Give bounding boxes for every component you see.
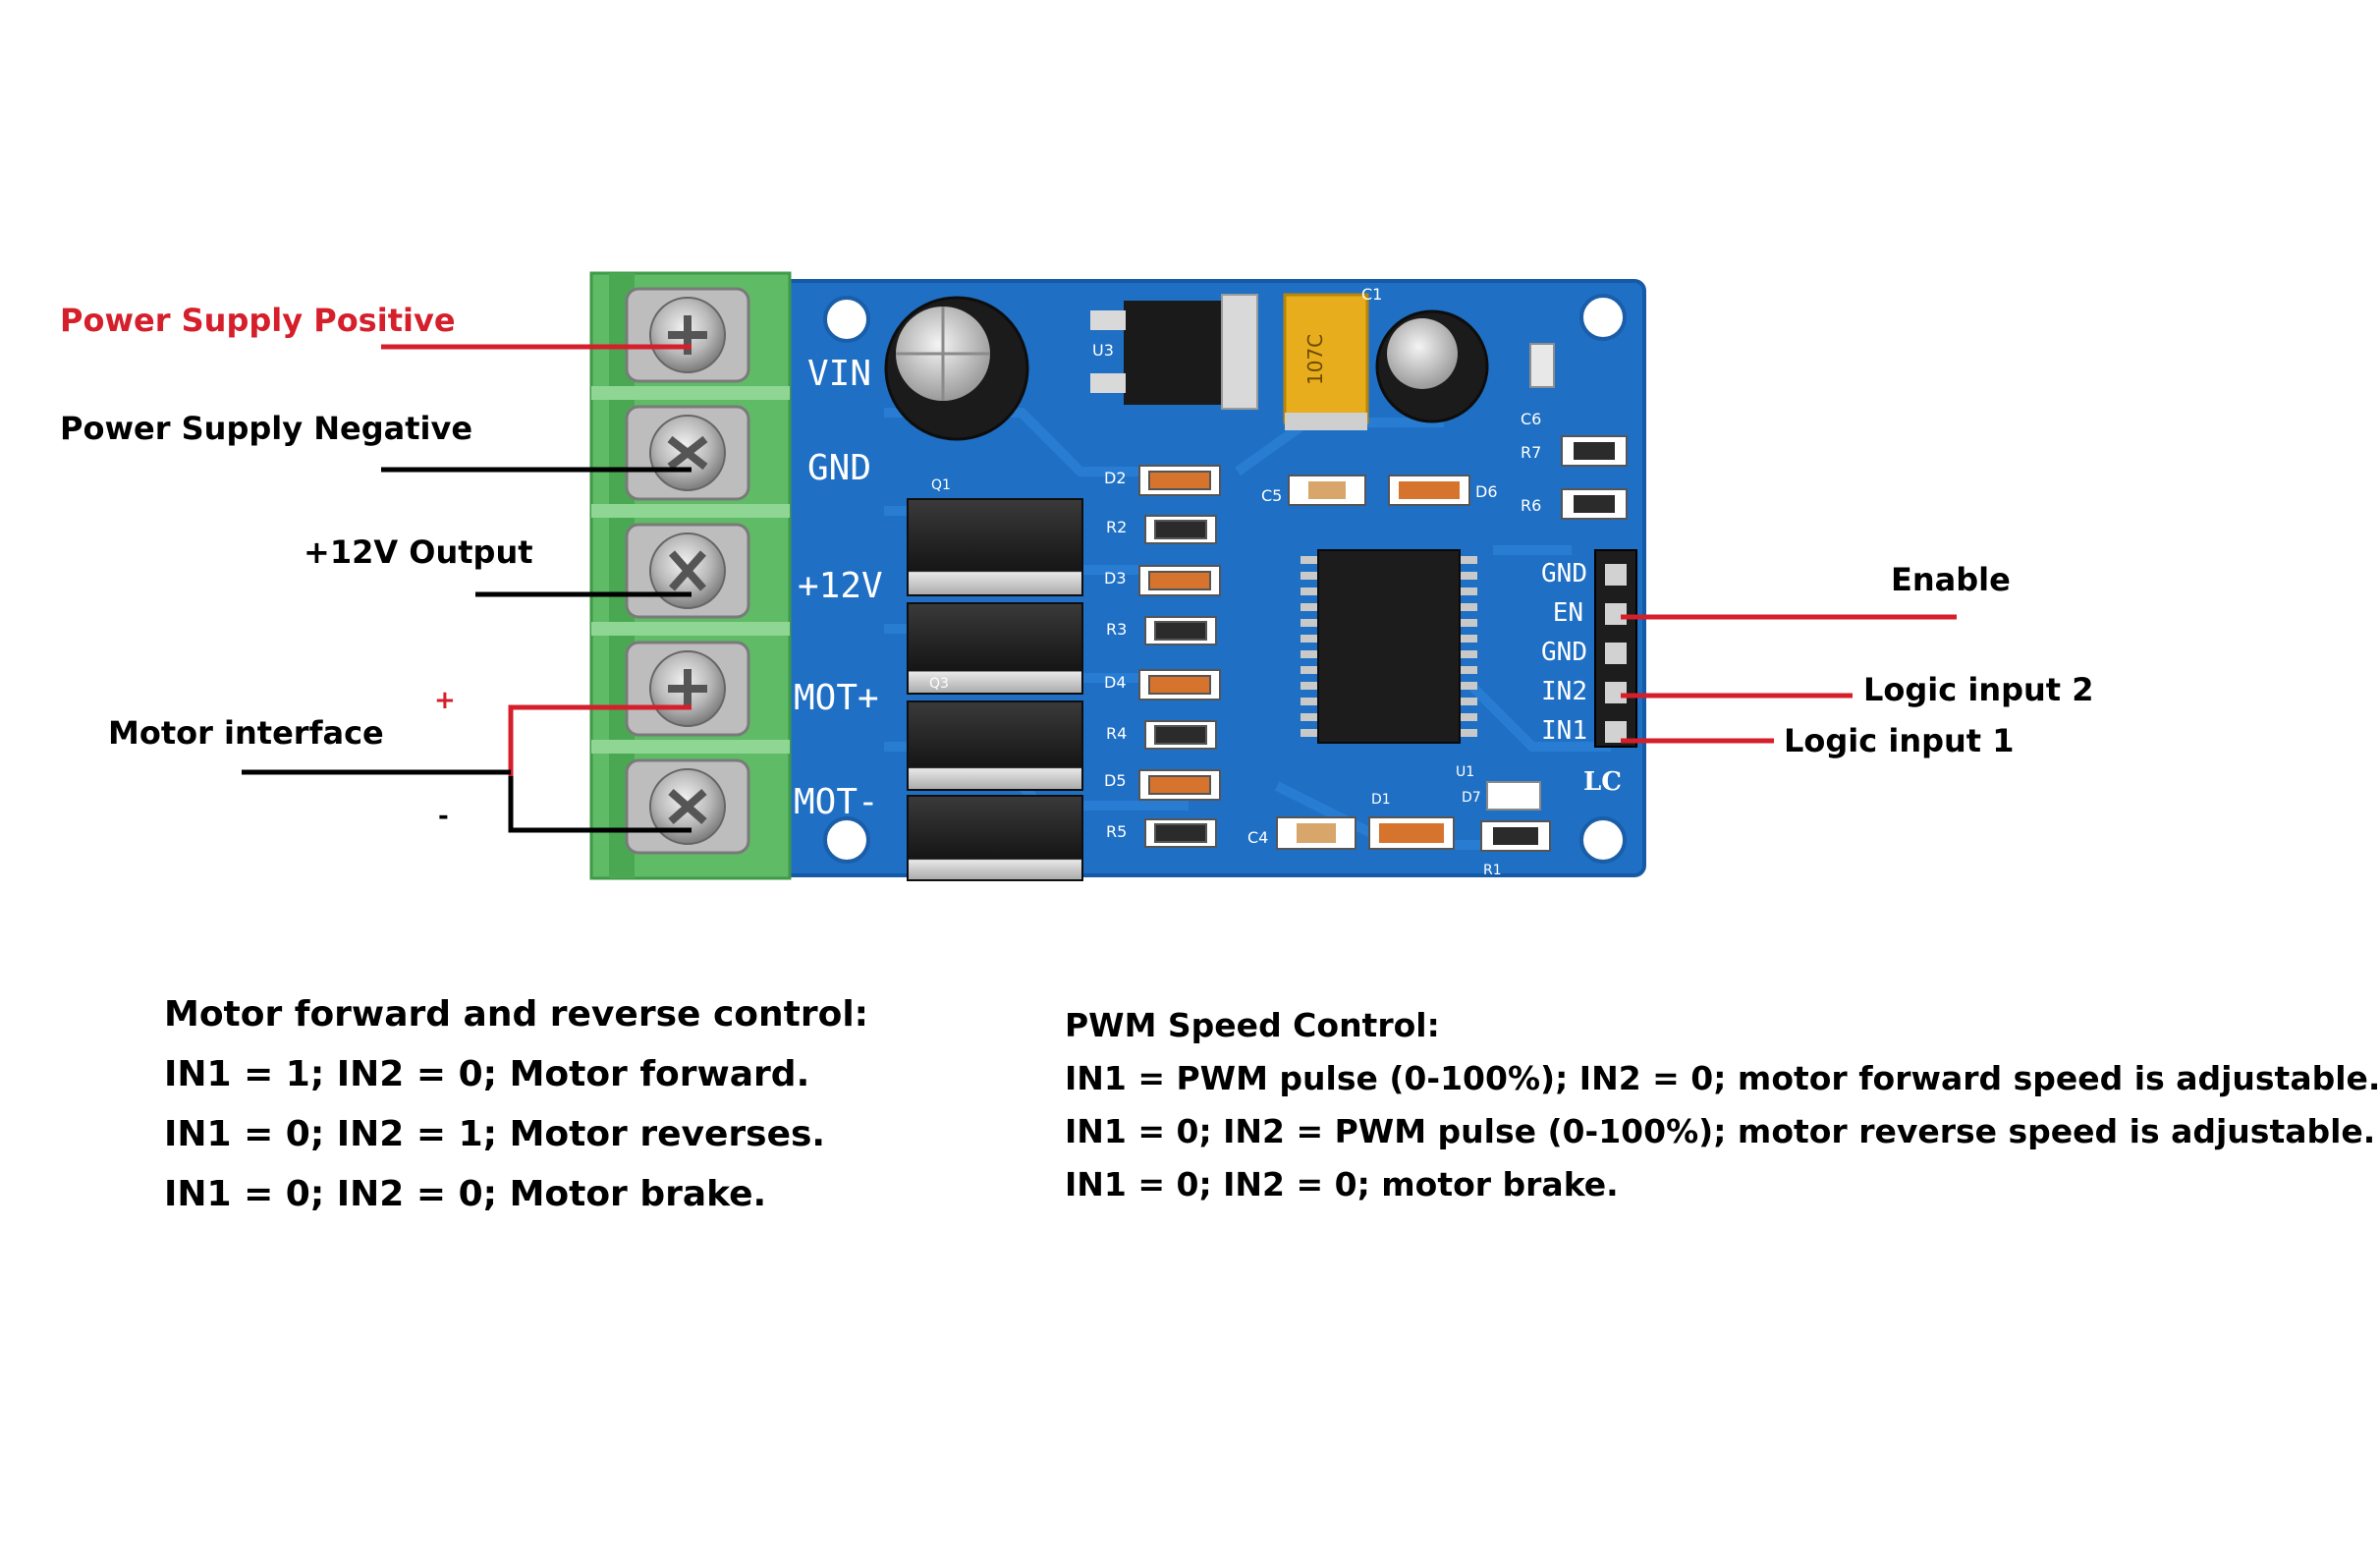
label-12v-output: +12V Output — [304, 533, 533, 571]
forward-reverse-line: IN1 = 1; IN2 = 0; Motor forward. — [164, 1054, 810, 1094]
mounting-holes — [823, 294, 1627, 864]
voltage-regulator — [1124, 301, 1232, 405]
label-c6: C6 — [1521, 410, 1541, 428]
pwm-control-line: IN1 = PWM pulse (0-100%); IN2 = 0; motor… — [1065, 1059, 2380, 1097]
label-r2: R2 — [1106, 518, 1127, 536]
silk-pin-en: EN — [1553, 598, 1583, 628]
label-r3: R3 — [1106, 620, 1127, 639]
label-d4: D4 — [1104, 673, 1127, 692]
label-c5: C5 — [1261, 486, 1282, 505]
label-motor-interface: Motor interface — [108, 714, 384, 752]
silk-gnd: GND — [807, 448, 871, 488]
pwm-control-title: PWM Speed Control: — [1065, 1006, 1440, 1044]
forward-reverse-line: IN1 = 0; IN2 = 1; Motor reverses. — [164, 1114, 826, 1154]
label-q1: Q1 — [931, 477, 951, 493]
label-motor-minus: - — [438, 802, 449, 831]
cap-marking: 107C — [1303, 334, 1327, 385]
forward-reverse-line: IN1 = 0; IN2 = 0; Motor brake. — [164, 1174, 767, 1214]
label-r1: R1 — [1483, 863, 1502, 878]
silk-mot-plus: MOT+ — [794, 678, 879, 718]
label-d7: D7 — [1462, 790, 1481, 806]
terminal-block — [589, 271, 792, 880]
wire-motor-plus — [508, 704, 692, 776]
annotation-wires — [242, 344, 1957, 833]
label-u1: U1 — [1456, 764, 1474, 780]
label-d3: D3 — [1104, 569, 1127, 588]
label-d2: D2 — [1104, 469, 1127, 487]
label-c1: C1 — [1361, 285, 1382, 304]
wire-motor-minus — [508, 776, 692, 833]
silk-pin-gnd-2: GND — [1541, 638, 1587, 667]
pwm-control-block: PWM Speed Control: IN1 = PWM pulse (0-10… — [1065, 1009, 2380, 1201]
silk-mot-minus: MOT- — [794, 782, 879, 822]
silk-pin-gnd-1: GND — [1541, 559, 1587, 588]
label-d6: D6 — [1475, 482, 1498, 501]
label-power-supply-negative: Power Supply Negative — [60, 410, 473, 447]
label-motor-plus: + — [434, 686, 456, 715]
silk-pin-in2: IN2 — [1541, 677, 1587, 706]
label-d5: D5 — [1104, 771, 1127, 790]
silk-vin: VIN — [807, 354, 871, 394]
header-silkscreen: GND EN GND IN2 IN1 — [1541, 559, 1587, 746]
terminal-screws — [625, 287, 750, 855]
pin-header — [1594, 549, 1637, 748]
label-r5: R5 — [1106, 822, 1127, 841]
label-r4: R4 — [1106, 724, 1127, 743]
tantalum-capacitor — [1283, 293, 1369, 424]
label-c4: C4 — [1247, 828, 1268, 847]
terminal-silkscreen: VIN GND +12V MOT+ MOT- — [794, 354, 883, 822]
label-d1: D1 — [1371, 792, 1391, 808]
label-enable: Enable — [1891, 561, 2011, 598]
label-power-supply-positive: Power Supply Positive — [60, 302, 456, 339]
label-r6: R6 — [1521, 496, 1541, 515]
components: U3 Q1 C1 107C C6 R7 R6 Q3 D2 R2 D3 R3 D4 — [884, 285, 1628, 881]
label-q3: Q3 — [929, 676, 949, 692]
forward-reverse-block: Motor forward and reverse control: IN1 =… — [164, 997, 868, 1212]
label-u3: U3 — [1092, 341, 1114, 360]
label-r7: R7 — [1521, 443, 1541, 462]
label-logic-input-2: Logic input 2 — [1863, 671, 2094, 708]
silk-12v: +12V — [798, 566, 883, 606]
silk-pin-in1: IN1 — [1541, 716, 1587, 746]
driver-ic — [1301, 549, 1477, 744]
pwm-control-line: IN1 = 0; IN2 = PWM pulse (0-100%); motor… — [1065, 1112, 2376, 1150]
forward-reverse-title: Motor forward and reverse control: — [164, 994, 869, 1035]
board-logo: LC — [1583, 767, 1622, 797]
pwm-control-line: IN1 = 0; IN2 = 0; motor brake. — [1065, 1165, 1619, 1203]
label-logic-input-1: Logic input 1 — [1784, 722, 2015, 759]
